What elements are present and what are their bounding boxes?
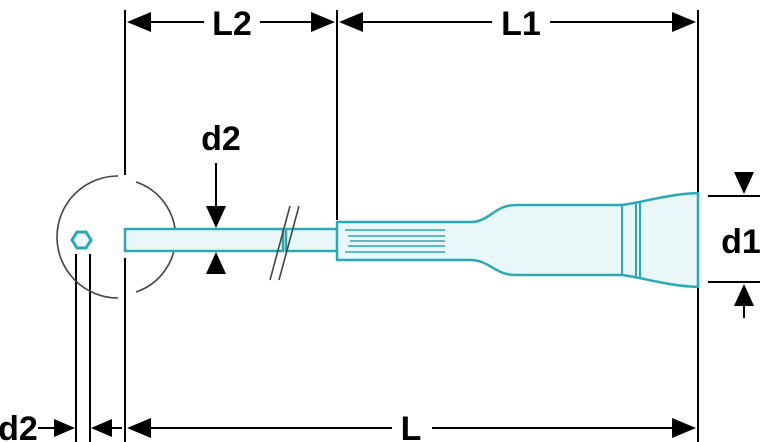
dimension-arrow-icon [206,252,226,274]
hex-tip-icon [70,230,93,250]
label-d2-end: d2 [0,410,38,442]
handle-body [335,191,700,289]
dimension-arrow-icon [734,172,754,194]
blade-right-segment [284,227,340,253]
break-line [278,205,300,281]
dimension-arrow-icon [127,418,151,438]
dimension-arrow-icon [672,12,696,32]
grip-grooves [345,229,445,253]
dimension-arrow-icon [672,418,696,438]
label-d2-blade: d2 [201,120,241,158]
label-d1: d1 [721,223,760,261]
break-line [269,205,291,281]
dimension-d2-end: d2 [0,410,122,442]
dimension-L2: L2 [127,5,335,43]
label-L2: L2 [212,5,252,43]
dimension-arrow-icon [54,419,75,437]
dimension-arrow-icon [339,12,363,32]
dimension-arrow-icon [127,12,151,32]
screwdriver-blade [123,205,340,281]
dimension-arrow-icon [91,419,112,437]
dimension-arrow-icon [734,284,754,306]
end-view-outline-arc [56,175,119,299]
dimension-d1: d1 [721,172,760,318]
end-view [56,175,177,299]
dimension-L: L [127,410,696,442]
dimension-arrow-icon [206,206,226,228]
dimension-d2-blade: d2 [201,120,241,274]
blade-left-segment [123,227,285,253]
label-L1: L1 [501,5,541,43]
dimension-L1: L1 [339,5,696,43]
dimension-arrow-icon [311,12,335,32]
label-L: L [401,410,422,442]
screwdriver-handle [335,191,700,289]
extension-lines [75,10,760,442]
